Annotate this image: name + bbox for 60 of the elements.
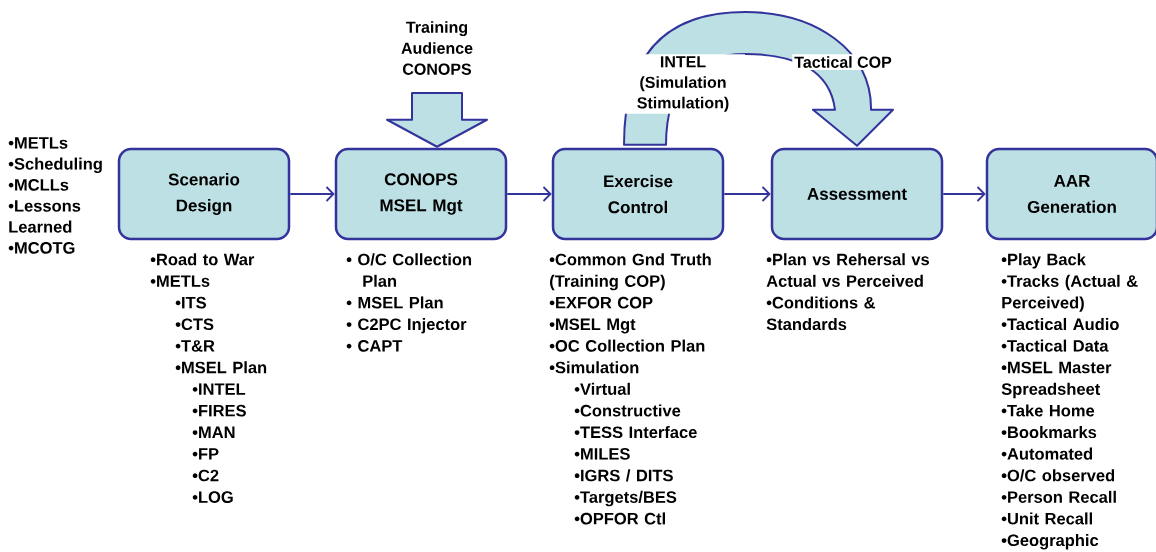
arrow — [289, 186, 335, 202]
list-item: •MAN — [192, 426, 235, 438]
list-item: •LOG — [192, 491, 233, 503]
list-item: •O/C observed — [1001, 469, 1115, 482]
list-item: •Road to War — [150, 253, 255, 266]
list-item: •MILES — [574, 448, 630, 460]
input-text: Training Audience CONOPS — [401, 21, 473, 75]
list-item: •FP — [192, 448, 219, 460]
list-item: •INTEL — [192, 383, 246, 395]
list-item: •Scheduling — [8, 157, 102, 174]
list-item: •Virtual — [574, 382, 630, 395]
list-item: •Bookmarks — [1001, 426, 1097, 439]
list-item: •MSEL Plan — [175, 361, 267, 374]
list-item: •METLs — [8, 137, 68, 149]
list-item: •ITS — [175, 296, 206, 309]
list-item: • CAPT — [346, 340, 403, 352]
list-item: • C2PC Injector — [346, 318, 467, 334]
block-arrow — [386, 92, 488, 148]
list-item: •Simulation — [549, 361, 639, 374]
list-item: •Unit Recall — [1001, 512, 1092, 525]
edge-label: INTEL (Simulation Stimulation) — [637, 56, 729, 112]
arrow-label: Tactical COP — [792, 54, 894, 70]
list-item: •Tactical Data — [1001, 339, 1109, 352]
list-item: •EXFOR COP — [549, 296, 653, 309]
list-item: •T&R — [175, 340, 215, 352]
list-item: •MSEL Mgt — [549, 318, 636, 334]
list-item: •Targets/BES — [574, 490, 677, 507]
list-item: •Plan vs Rehersal vs Actual vs Perceived — [766, 253, 930, 287]
list-item: •Tactical Audio — [1001, 318, 1119, 331]
list-item: •FIRES — [192, 404, 246, 417]
list-item: •MCLLs — [8, 179, 69, 191]
list-item: •Take Home — [1001, 404, 1095, 417]
list-item: •Common Gnd Truth (Training COP) — [549, 253, 711, 291]
arrow — [942, 186, 986, 202]
list-item: •METLs — [150, 275, 210, 287]
list-item: •Person Recall — [1001, 490, 1116, 503]
list-item: •OC Collection Plan — [549, 339, 705, 352]
list-item: •Play Back — [1001, 253, 1086, 269]
list-item: •MSEL Master Spreadsheet — [1001, 361, 1112, 399]
process-box: Scenario Design — [117, 147, 291, 241]
list-item: •Lessons Learned — [8, 200, 81, 233]
list-item: • MSEL Plan — [346, 296, 443, 309]
arrow — [506, 186, 552, 202]
arrow — [723, 186, 771, 202]
process-box: AAR Generation — [985, 147, 1156, 241]
list-item: • O/C Collection Plan — [346, 253, 472, 287]
list-item: •IGRS / DITS — [574, 469, 673, 482]
list-item: •C2 — [192, 469, 219, 482]
process-box: Exercise Control — [551, 147, 725, 241]
list-item: •MCOTG — [8, 242, 75, 254]
list-item: •TESS Interface — [574, 426, 697, 439]
list-item: •Conditions & Standards — [766, 296, 876, 331]
list-item: •Geographic — [1001, 534, 1099, 550]
process-box: CONOPS MSEL Mgt — [334, 147, 508, 241]
list-item: •Constructive — [574, 404, 681, 417]
process-box: Assessment — [770, 147, 944, 241]
list-item: •OPFOR Ctl — [574, 512, 665, 525]
list-item: •Tracks (Actual & Perceived) — [1001, 274, 1138, 312]
list-item: •CTS — [175, 318, 214, 331]
list-item: •Automated — [1001, 447, 1093, 460]
